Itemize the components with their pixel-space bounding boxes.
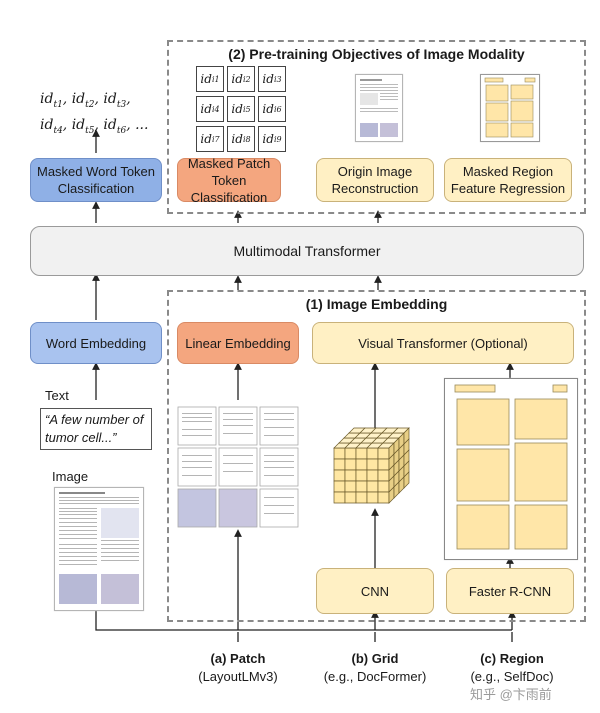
caption-patch: (a) Patch(LayoutLMv3) [198, 651, 278, 684]
visual-transformer-box: Visual Transformer (Optional) [312, 322, 574, 364]
word-embedding-box: Word Embedding [30, 322, 162, 364]
pretraining-objectives-title: (2) Pre-training Objectives of Image Mod… [228, 46, 525, 62]
image-embedding-panel [167, 290, 586, 622]
text-sample-box: “A few number of tumor cell...” [40, 408, 152, 450]
word-token-line-1: idt1, idt2, idt3, [40, 91, 131, 110]
caption-grid: (b) Grid(e.g., DocFormer) [323, 651, 427, 684]
patch-grid [176, 405, 300, 529]
masked-region-thumbnail [480, 74, 540, 142]
region-document [444, 378, 578, 560]
caption-region: (c) Region(e.g., SelfDoc) [470, 651, 554, 684]
feature-grid-cube [330, 422, 420, 514]
text-label: Text [45, 388, 69, 403]
masked-patch-box: Masked Patch Token Classification [177, 156, 281, 205]
multimodal-transformer: Multimodal Transformer [30, 226, 584, 276]
origin-image-thumbnail [355, 74, 403, 142]
word-token-ids: idt1, idt2, idt3, idt4, idt5, idt6, ... [40, 89, 160, 141]
faster-rcnn-box: Faster R-CNN [446, 568, 574, 614]
image-label: Image [52, 469, 89, 484]
watermark: 知乎 @卞雨前 [470, 687, 552, 702]
masked-region-box: Masked Region Feature Regression [444, 158, 572, 202]
linear-embedding-box: Linear Embedding [177, 322, 299, 364]
pretraining-objectives-panel [167, 40, 586, 214]
word-token-line-2: idt4, idt5, idt6, ... [40, 116, 149, 136]
image-embedding-title: (1) Image Embedding [305, 296, 448, 312]
cnn-box: CNN [316, 568, 434, 614]
origin-image-box: Origin Image Reconstruction [316, 158, 434, 202]
masked-word-box: Masked Word Token Classification [30, 158, 162, 202]
input-document-image [54, 487, 144, 611]
